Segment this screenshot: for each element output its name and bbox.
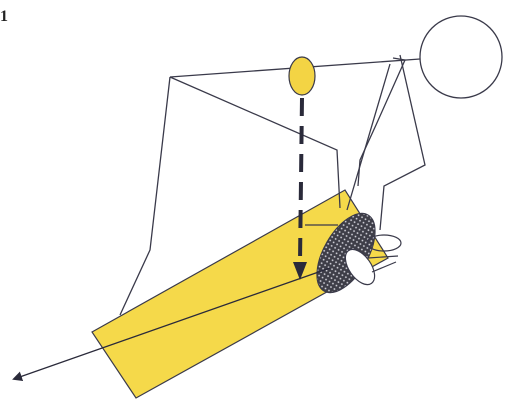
left-frame-leg	[120, 77, 170, 315]
inner-strut	[170, 77, 340, 208]
yellow-oval	[289, 57, 315, 95]
right-strut-b	[380, 55, 425, 230]
wheel-circle	[420, 16, 502, 98]
right-strut-a	[358, 58, 405, 186]
